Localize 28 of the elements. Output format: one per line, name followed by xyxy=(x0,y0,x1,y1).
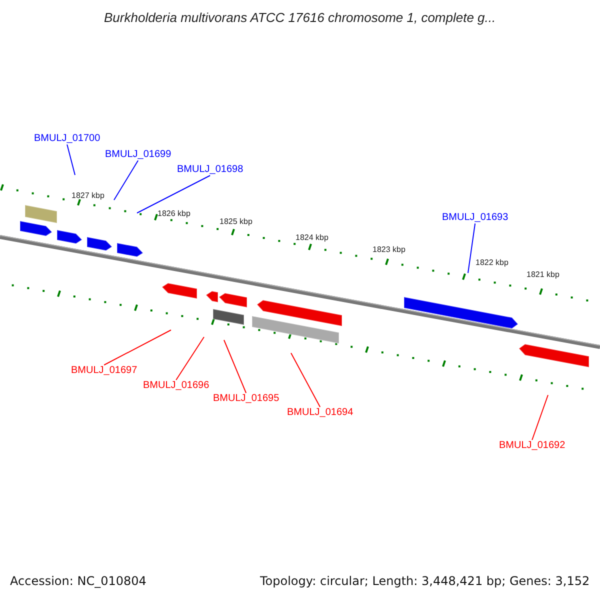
leader-line xyxy=(114,160,139,200)
gene-label: BMULJ_01694 xyxy=(287,407,354,418)
leader-line xyxy=(104,330,172,366)
leader-line xyxy=(66,144,76,176)
title: Burkholderia multivorans ATCC 17616 chromosome 1, complete g... xyxy=(104,10,496,26)
accession-text: Accession: NC_010804 xyxy=(10,575,146,589)
leader-line xyxy=(176,336,204,380)
gene-label: BMULJ_01693 xyxy=(442,212,508,224)
gene-label: BMULJ_01698 xyxy=(177,164,244,176)
leader-line xyxy=(532,394,548,440)
leader-line xyxy=(290,352,321,408)
scale-label: 1822 kbp xyxy=(476,258,508,267)
gene-label: BMULJ_01692 xyxy=(499,440,566,452)
gene-label: BMULJ_01697 xyxy=(71,365,138,376)
leader-line xyxy=(136,175,211,214)
leader-line xyxy=(468,223,476,274)
scale-label: 1827 kbp xyxy=(72,190,104,200)
scale-label: 1823 kbp xyxy=(372,244,406,254)
gene-label: BMULJ_01695 xyxy=(213,393,280,404)
genome-info-text: Topology: circular; Length: 3,448,421 bp; Genes: 3,152 xyxy=(260,575,590,589)
scale-label: 1824 kbp xyxy=(296,232,328,242)
gene-label: BMULJ_01699 xyxy=(105,149,172,160)
leader-line xyxy=(224,340,247,394)
gene-label: BMULJ_01700 xyxy=(34,133,100,144)
scale-label: 1826 kbp xyxy=(158,208,190,218)
gene-label: BMULJ_01696 xyxy=(143,380,210,392)
scale-label: 1821 kbp xyxy=(526,270,560,279)
scale-label: 1825 kbp xyxy=(220,216,252,226)
